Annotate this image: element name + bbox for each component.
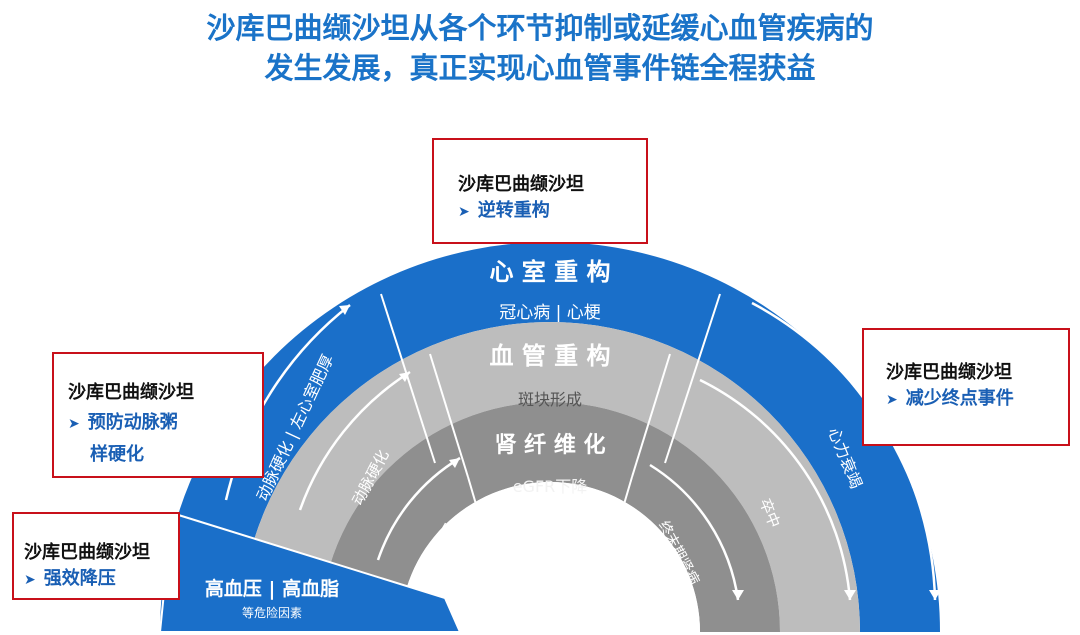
title-line-1: 沙库巴曲缬沙坦从各个环节抑制或延缓心血管疾病的 <box>206 11 874 45</box>
middle-ring-subtitle: 斑块形成 <box>518 390 582 409</box>
callout-left-benefit-row: ➤ 预防动脉粥 <box>68 408 262 434</box>
inner-left-flow-arrow <box>376 456 461 561</box>
callout-top-benefit-row: ➤ 逆转重构 <box>458 196 646 222</box>
outer-ring-subtitle: 冠心病 | 心梗 <box>499 303 601 323</box>
callout-left-benefit-line2: 样硬化 <box>90 444 144 465</box>
outer-ring-title: 心 室 重 构 <box>489 258 610 286</box>
callout-left: 沙库巴曲缬沙坦 ➤ 预防动脉粥 样硬化 <box>52 352 264 478</box>
callout-top: 沙库巴曲缬沙坦 ➤ 逆转重构 <box>432 138 648 244</box>
chevron-right-icon: ➤ <box>68 416 80 432</box>
flow-arrow-heads <box>339 305 941 600</box>
callout-bottom-drug: 沙库巴曲缬沙坦 <box>24 542 150 563</box>
arrow-head-2 <box>929 590 941 600</box>
callout-right: 沙库巴曲缬沙坦 ➤ 减少终点事件 <box>862 328 1070 446</box>
middle-ring-band <box>240 322 860 632</box>
middle-ring-title: 血 管 重 构 <box>489 342 610 370</box>
base-subtitle: 等危险因素 <box>242 605 302 620</box>
chevron-right-icon: ➤ <box>886 392 898 408</box>
callout-left-benefit-line1: 预防动脉粥 <box>87 412 178 433</box>
callout-left-drug: 沙库巴曲缬沙坦 <box>68 382 194 403</box>
callout-top-drug: 沙库巴曲缬沙坦 <box>458 174 584 195</box>
inner-ring-band <box>320 402 780 632</box>
callout-right-benefit: 减少终点事件 <box>905 388 1014 409</box>
inner-ring-title: 肾 纤 维 化 <box>495 432 606 458</box>
ring-dividers <box>380 293 721 553</box>
inner-ring-subtitle: eGFR下降 <box>513 477 588 496</box>
middle-left-flow-arrow <box>298 370 411 511</box>
arrow-head-6 <box>732 590 744 600</box>
diagram-title: 沙库巴曲缬沙坦从各个环节抑制或延缓心血管疾病的 发生发展，真正实现心血管事件链全… <box>0 8 1080 88</box>
ring-center <box>400 482 700 632</box>
callout-bottom-benefit: 强效降压 <box>43 568 116 589</box>
callout-bottom: 沙库巴曲缬沙坦 ➤ 强效降压 <box>12 512 180 600</box>
arrow-head-4 <box>844 590 856 600</box>
callout-top-benefit: 逆转重构 <box>477 200 550 221</box>
inner-right-flow-arrow <box>649 463 740 601</box>
outer-ring-band <box>160 242 940 632</box>
base-title: 高血压 | 高血脂 <box>205 577 339 600</box>
arrow-head-5 <box>449 458 460 468</box>
chevron-right-icon: ➤ <box>458 204 470 220</box>
callout-bottom-benefit-row: ➤ 强效降压 <box>24 564 178 590</box>
arrow-head-1 <box>339 305 350 315</box>
callout-right-drug: 沙库巴曲缬沙坦 <box>886 362 1012 383</box>
arrow-head-3 <box>399 372 410 382</box>
callout-right-benefit-row: ➤ 减少终点事件 <box>886 384 1068 410</box>
title-line-2: 发生发展，真正实现心血管事件链全程获益 <box>264 51 816 85</box>
middle-right-flow-arrow <box>699 378 852 601</box>
chevron-right-icon: ➤ <box>24 572 36 588</box>
